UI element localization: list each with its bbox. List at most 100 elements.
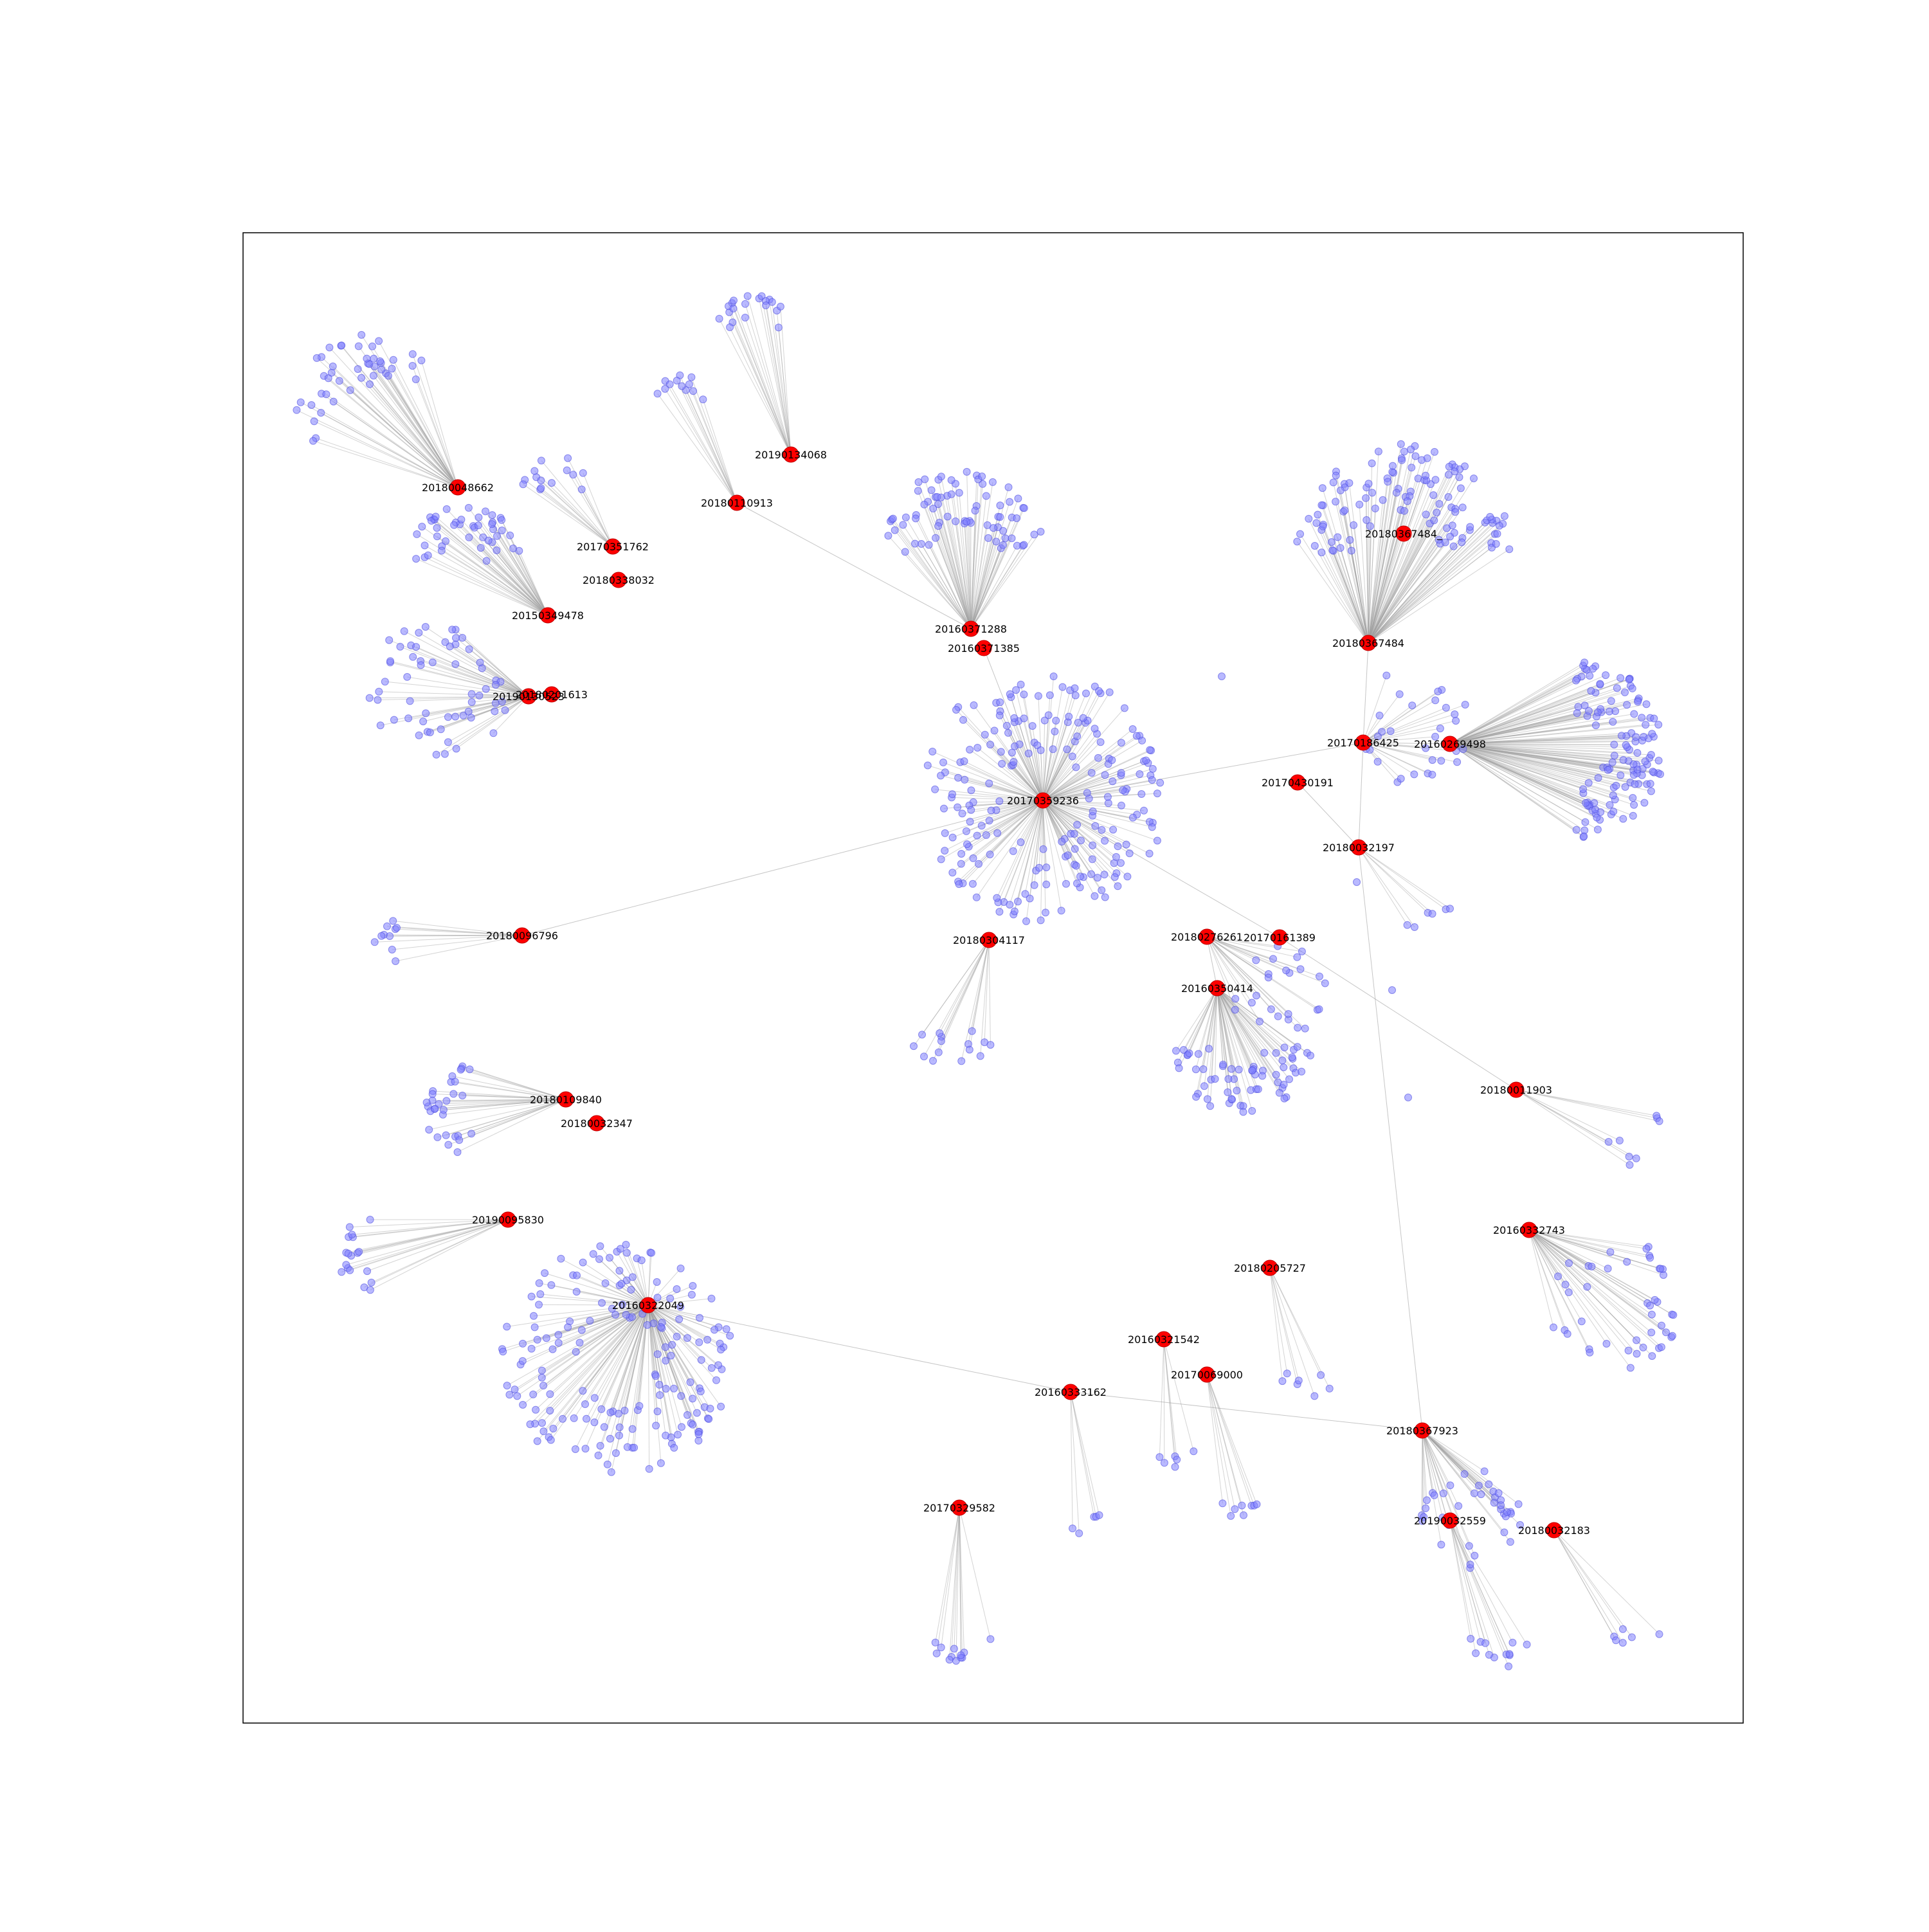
- leaf-node: [1341, 507, 1348, 514]
- leaf-edge: [648, 1305, 649, 1469]
- leaf-node: [583, 1415, 590, 1422]
- leaf-node: [1314, 511, 1321, 518]
- leaf-node: [475, 514, 482, 521]
- hub-label: 20180205727: [1234, 1262, 1306, 1274]
- leaf-node: [1581, 659, 1588, 666]
- leaf-node: [405, 715, 412, 722]
- leaf-node: [557, 1255, 565, 1262]
- leaf-edge: [541, 480, 613, 546]
- leaf-node: [367, 1216, 374, 1223]
- leaf-node: [1641, 799, 1648, 806]
- leaf-node: [1430, 492, 1437, 499]
- leaf-node: [452, 661, 459, 668]
- leaf-node: [1467, 1635, 1474, 1642]
- leaf-node: [1626, 1153, 1633, 1160]
- hub-label: 20160333162: [1035, 1386, 1107, 1398]
- leaf-node: [949, 791, 956, 798]
- leaf-node: [636, 1402, 643, 1409]
- leaf-node: [1281, 1044, 1288, 1051]
- leaf-node: [390, 716, 397, 723]
- leaf-node: [1451, 711, 1458, 718]
- leaf-node: [1101, 894, 1109, 901]
- leaf-node: [932, 534, 939, 541]
- leaf-node: [901, 548, 909, 555]
- leaf-node: [1453, 718, 1460, 725]
- leaf-node: [1146, 850, 1153, 857]
- leaf-node: [937, 772, 945, 779]
- leaf-node: [1485, 1481, 1492, 1488]
- leaf-node: [1065, 713, 1073, 720]
- leaf-node: [1458, 539, 1465, 546]
- leaf-node: [1025, 750, 1032, 757]
- leaf-node: [1452, 509, 1459, 516]
- hub-label: 20180048662: [422, 482, 494, 494]
- leaf-node: [1011, 908, 1018, 915]
- leaf-edge: [963, 800, 1043, 883]
- leaf-edge: [541, 488, 613, 546]
- leaf-node: [1037, 917, 1044, 924]
- leaf-edge: [1450, 1521, 1509, 1654]
- leaf-node: [1461, 1470, 1468, 1477]
- hub-link-edge: [1280, 937, 1516, 1090]
- leaf-node: [1020, 541, 1028, 548]
- leaf-node: [1049, 746, 1056, 753]
- leaf-node: [969, 880, 976, 887]
- leaf-node: [1118, 860, 1125, 867]
- leaf-node: [1283, 967, 1290, 974]
- hub-link-edge: [1298, 782, 1359, 847]
- leaf-node: [768, 298, 775, 305]
- leaf-node: [690, 388, 697, 395]
- leaf-edge: [703, 399, 737, 503]
- leaf-node: [532, 1406, 539, 1413]
- leaf-node: [574, 1272, 581, 1279]
- leaf-node: [511, 1386, 518, 1393]
- leaf-node: [704, 1336, 711, 1343]
- leaf-node: [1647, 752, 1654, 759]
- leaf-node: [1629, 685, 1636, 692]
- leaf-node: [1083, 690, 1090, 697]
- leaf-node: [1219, 1500, 1226, 1507]
- leaf-edge: [374, 375, 458, 487]
- leaf-node: [1110, 826, 1117, 833]
- leaf-edge: [435, 519, 548, 615]
- leaf-node: [1274, 1013, 1281, 1020]
- leaf-node: [1631, 710, 1638, 718]
- leaf-node: [1604, 1265, 1611, 1272]
- leaf-node: [1000, 527, 1007, 534]
- leaf-node: [1447, 905, 1454, 912]
- leaf-node: [957, 860, 964, 867]
- leaf-node: [1376, 712, 1383, 719]
- leaf-edge: [959, 1508, 990, 1639]
- leaf-node: [579, 469, 586, 476]
- leaf-node: [1313, 519, 1320, 527]
- leaf-node: [695, 1431, 702, 1438]
- leaf-node: [520, 1402, 527, 1409]
- leaf-node: [1656, 1630, 1663, 1638]
- leaf-node: [468, 1130, 475, 1137]
- leaf-node: [937, 856, 945, 863]
- leaf-node: [1321, 980, 1328, 987]
- leaf-node: [431, 1105, 439, 1112]
- leaf-node: [1326, 1385, 1333, 1392]
- leaf-node: [1515, 1501, 1522, 1508]
- leaf-node: [1573, 826, 1580, 833]
- leaf-node: [443, 1097, 450, 1105]
- leaf-node: [1002, 535, 1009, 542]
- leaf-node: [1509, 1639, 1516, 1646]
- leaf-node: [437, 726, 444, 733]
- leaf-node: [492, 682, 499, 689]
- leaf-node: [1648, 1311, 1655, 1318]
- leaf-node: [1224, 1088, 1231, 1096]
- leaf-node: [930, 505, 937, 512]
- leaf-edge: [421, 361, 458, 487]
- leaf-node: [311, 418, 318, 425]
- leaf-edge: [693, 391, 737, 503]
- leaf-node: [489, 521, 496, 528]
- leaf-node: [386, 636, 393, 644]
- leaf-node: [1042, 909, 1049, 916]
- leaf-node: [413, 555, 420, 563]
- leaf-node: [417, 662, 424, 669]
- leaf-node: [932, 786, 939, 793]
- leaf-node: [466, 534, 473, 541]
- leaf-node: [669, 1341, 676, 1348]
